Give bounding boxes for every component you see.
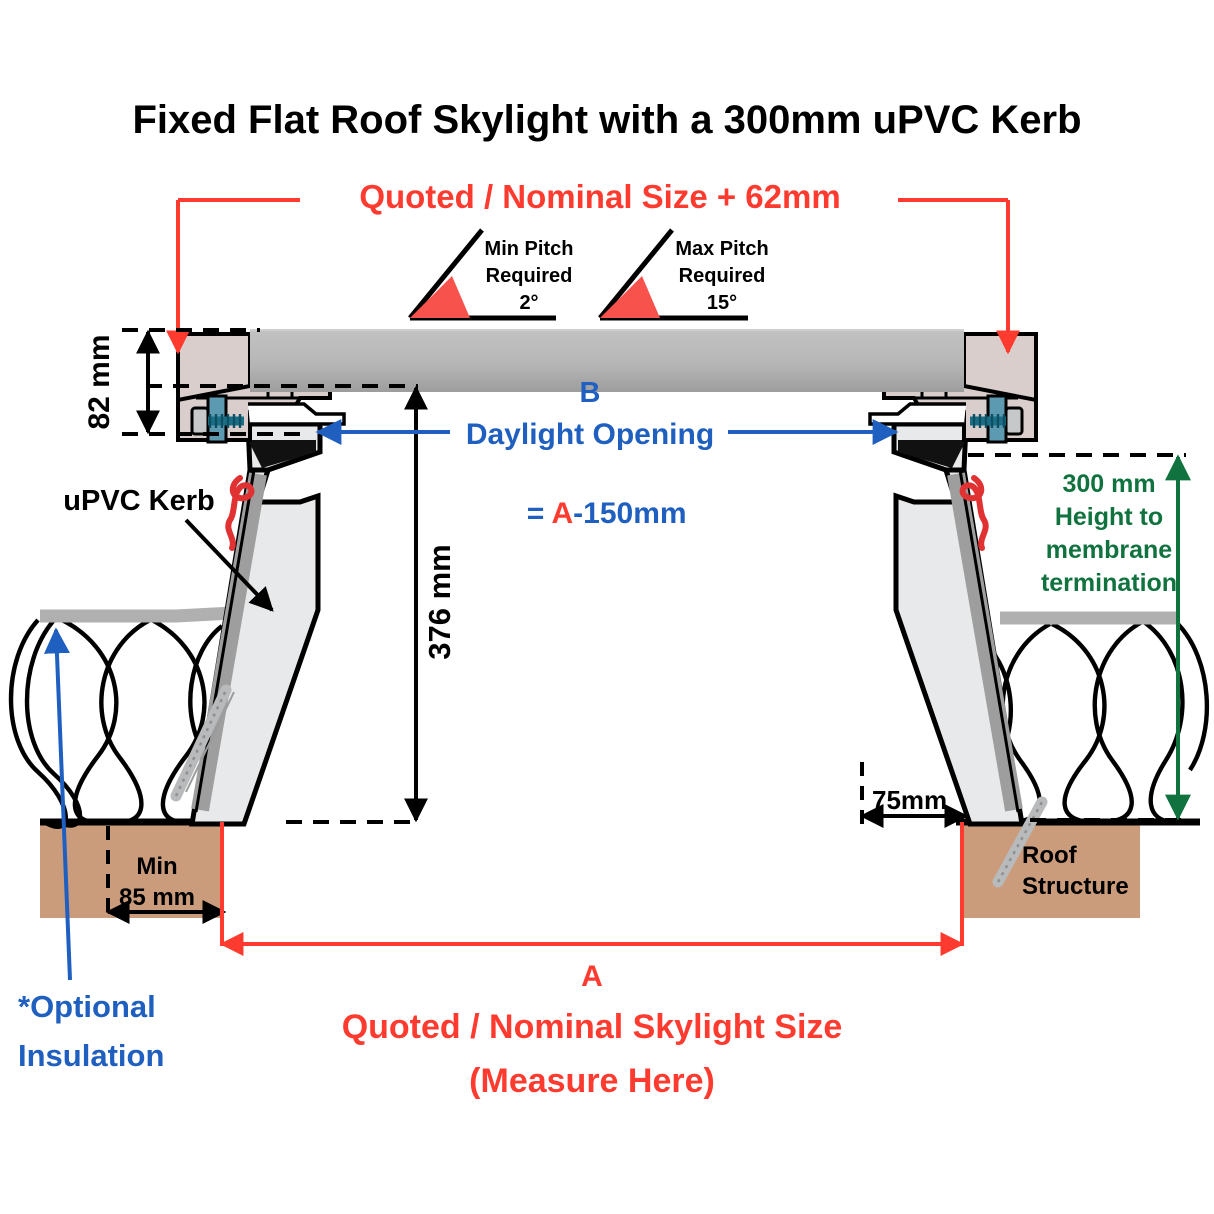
upvc-kerb-right — [891, 421, 1025, 827]
upvc-kerb-callout-label: uPVC Kerb — [63, 485, 215, 517]
daylight-formula-letter: A — [551, 497, 574, 530]
dimension-82mm — [122, 328, 300, 436]
sealant-right — [959, 475, 989, 551]
membrane-turnup-left — [191, 472, 267, 812]
dimension-nominal-size — [219, 822, 965, 956]
page-title: Fixed Flat Roof Skylight with a 300mm uP… — [132, 98, 1082, 142]
dimension-82mm-label: 82 mm — [83, 334, 116, 430]
roof-structure-right — [962, 822, 1140, 918]
daylight-formula-prefix: = — [526, 497, 552, 530]
dimension-75mm — [859, 762, 969, 828]
top-dimension-label: Quoted / Nominal Size + 62mm — [359, 178, 841, 215]
leader-upvc-kerb — [184, 518, 274, 612]
daylight-formula-suffix: -150mm — [573, 497, 687, 530]
dimension-overall-width — [166, 198, 1020, 355]
min-pitch-indicator — [408, 228, 556, 321]
dimension-376mm — [146, 384, 428, 824]
leader-optional-insulation — [43, 627, 72, 981]
membrane-left — [40, 605, 253, 623]
fixing-screw-left — [170, 684, 235, 802]
dimension-75mm-label: 75mm — [872, 785, 948, 815]
upvc-kerb-left — [189, 421, 323, 827]
dimension-300mm-height — [968, 453, 1191, 822]
dimension-376mm-label: 376 mm — [422, 544, 457, 660]
dimension-min-85mm — [105, 826, 227, 924]
insulation-left — [8, 618, 224, 829]
membrane-turnup-right — [947, 472, 1023, 812]
sealant-left — [225, 475, 255, 551]
max-pitch-indicator — [598, 228, 748, 321]
glazing-unit — [250, 329, 964, 392]
fixing-screw-right — [992, 796, 1048, 888]
